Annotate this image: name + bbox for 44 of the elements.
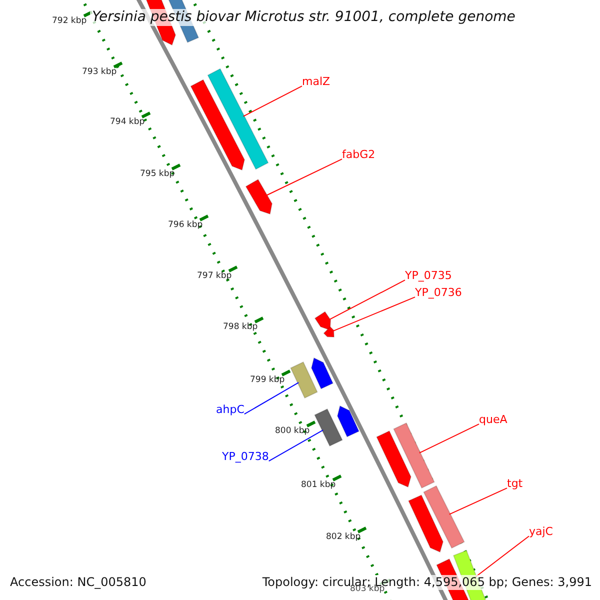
scale-label: 795 kbp: [140, 170, 175, 180]
gene-label: ahpC: [216, 404, 244, 416]
gene-feature: [310, 357, 334, 390]
scale-label: 796 kbp: [168, 221, 203, 230]
gene-feature: [323, 326, 335, 338]
gene-feature: [290, 361, 318, 399]
gene-feature: [190, 79, 246, 171]
gene-label: YP_0736: [415, 287, 462, 300]
gene-feature: [336, 405, 360, 438]
leader-line: [242, 86, 302, 117]
scale-label: 799 kbp: [250, 376, 285, 386]
leader-line: [328, 280, 406, 320]
scale-label: 800 kbp: [275, 427, 310, 436]
gene-label: fabG2: [342, 149, 376, 162]
scale-label: 798 kbp: [223, 323, 258, 332]
scale-label: 801 kbp: [301, 481, 336, 490]
gene-feature: [245, 178, 273, 215]
map-title: Yersinia pestis biovar Microtus str. 91001, complete genome: [90, 9, 518, 26]
gene-feature: [423, 485, 465, 549]
accession-text: Accession: NC_005810: [8, 575, 148, 590]
gene-feature: [376, 430, 412, 488]
gene-feature: [207, 68, 269, 170]
gene-feature: [314, 408, 343, 447]
scale-label: 797 kbp: [197, 272, 232, 282]
leader-line: [244, 382, 300, 415]
scale-label: 802 kbp: [326, 533, 361, 542]
gene-feature: [408, 494, 444, 553]
gene-label: YP_0738: [222, 451, 269, 464]
gene-label: YP_0735: [405, 270, 452, 282]
gene-label: malZ: [302, 76, 330, 88]
scale-label: 794 kbp: [110, 118, 145, 128]
gene-label: tgt: [507, 478, 523, 490]
leader-line: [268, 430, 324, 462]
leader-line: [418, 424, 480, 454]
scale-label: 792 kbp: [52, 17, 87, 26]
gene-label: yajC: [529, 526, 553, 538]
leader-line: [332, 296, 416, 332]
scale-label: 793 kbp: [82, 68, 117, 78]
gene-feature: [393, 422, 435, 489]
gene-label: queA: [479, 414, 508, 426]
leader-line: [266, 158, 342, 196]
leader-line: [475, 536, 530, 578]
gene-feature: [314, 311, 332, 331]
leader-line: [448, 488, 508, 515]
